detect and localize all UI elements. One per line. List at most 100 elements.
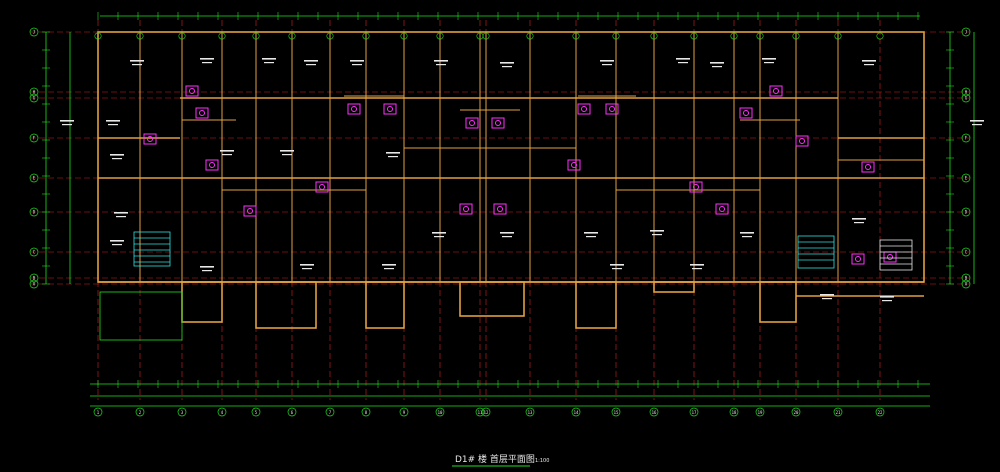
- room-label-mark: [690, 264, 704, 266]
- fixture-bowl: [463, 206, 469, 212]
- building-walls: [97, 31, 925, 329]
- axis-label: 2: [139, 410, 142, 415]
- axis-label: 4: [221, 410, 224, 415]
- room-label-mark: [304, 60, 318, 62]
- fixture-mark: [795, 135, 809, 147]
- axis-label: 15: [614, 410, 619, 415]
- axis-bubble-17: 17: [689, 407, 699, 417]
- fixture-bowl: [495, 120, 501, 126]
- room-label-mark: [434, 236, 444, 238]
- fixture-bowl: [469, 120, 475, 126]
- room-label-mark: [764, 62, 774, 64]
- axis-bubble-13: 13: [525, 407, 535, 417]
- fixture-mark: [739, 107, 753, 119]
- axis-bubble-G: G: [961, 93, 971, 103]
- room-label-mark: [712, 66, 722, 68]
- axis-bubble-E: E: [29, 173, 39, 183]
- room-label-mark: [610, 264, 624, 266]
- room-label-mark: [220, 150, 234, 152]
- fixture-mark: [383, 103, 397, 115]
- axis-label: 9: [403, 410, 406, 415]
- axis-label: H: [33, 90, 36, 95]
- axis-label: J: [33, 30, 35, 35]
- room-label-mark: [388, 156, 398, 158]
- axis-bubble-top-22: [876, 32, 884, 40]
- axis-label: 21: [836, 410, 841, 415]
- axis-label: E: [33, 176, 36, 181]
- axis-bubble-12: 12: [481, 407, 491, 417]
- fixture-mark: [605, 103, 619, 115]
- room-label-mark: [600, 60, 614, 62]
- room-label-mark: [132, 64, 142, 66]
- room-label-mark: [972, 124, 982, 126]
- fixture-bowl: [887, 254, 893, 260]
- fixture-bowl: [209, 162, 215, 168]
- room-label-mark: [862, 60, 876, 62]
- axis-bubble-G: G: [29, 93, 39, 103]
- axis-bubble-D: D: [961, 207, 971, 217]
- room-label-mark: [762, 58, 776, 60]
- room-label-mark: [692, 268, 702, 270]
- stair-left: [133, 231, 171, 267]
- axis-bubble-3: 3: [177, 407, 187, 417]
- axis-label: A: [33, 282, 36, 287]
- axis-bubble-C: C: [29, 247, 39, 257]
- room-label-mark: [502, 66, 512, 68]
- room-label-mark: [710, 62, 724, 64]
- fixture-mark: [861, 161, 875, 173]
- room-label-mark: [612, 268, 622, 270]
- axis-label: H: [965, 90, 968, 95]
- axis-label: 7: [329, 410, 332, 415]
- axis-bubble-top-10: [436, 32, 444, 40]
- room-label-mark: [970, 120, 984, 122]
- room-label-mark: [262, 58, 276, 60]
- axis-bubble-4: 4: [217, 407, 227, 417]
- axis-bubble-A: A: [961, 279, 971, 289]
- axis-label: J: [965, 30, 967, 35]
- axis-bubble-H: H: [29, 87, 39, 97]
- fixture-bowl: [387, 106, 393, 112]
- room-label-mark: [106, 120, 120, 122]
- room-label-mark: [112, 244, 122, 246]
- axis-label: 6: [291, 410, 294, 415]
- axis-bubble-top-12: [482, 32, 490, 40]
- fixture-bowl: [865, 164, 871, 170]
- room-label-mark: [112, 158, 122, 160]
- room-label-mark: [678, 62, 688, 64]
- room-label-mark: [500, 62, 514, 64]
- axis-bubble-14: 14: [571, 407, 581, 417]
- fixture-mark: [577, 103, 591, 115]
- room-label-mark: [852, 218, 866, 220]
- axis-label: 1: [97, 410, 100, 415]
- fixture-mark: [715, 203, 729, 215]
- drawing-title-block: D1# 楼 首层平面图 1:100: [452, 453, 549, 467]
- axis-bubble-F: F: [29, 133, 39, 143]
- room-label-mark: [62, 124, 72, 126]
- drawing-scale: 1:100: [535, 458, 549, 464]
- horizontal-axis-lines: [30, 31, 970, 285]
- fixture-mark: [315, 181, 329, 193]
- axis-bubble-C: C: [961, 247, 971, 257]
- fixture-bowl: [581, 106, 587, 112]
- fixture-bowl: [855, 256, 861, 262]
- axis-bubble-top-16: [650, 32, 658, 40]
- room-label-mark: [202, 62, 212, 64]
- axis-bubble-H: H: [961, 87, 971, 97]
- room-label-mark: [108, 124, 118, 126]
- room-label-mark: [202, 270, 212, 272]
- room-label-mark: [200, 58, 214, 60]
- fixture-mark: [769, 85, 783, 97]
- room-label-mark: [110, 154, 124, 156]
- fixture-bowl: [147, 136, 153, 142]
- room-label-mark: [60, 120, 74, 122]
- axis-bubble-top-6: [288, 32, 296, 40]
- fixture-mark: [195, 107, 209, 119]
- room-label-mark: [652, 234, 662, 236]
- axis-label: 8: [365, 410, 368, 415]
- room-marks: [60, 58, 984, 302]
- room-label-mark: [822, 298, 832, 300]
- fixture-bowl: [799, 138, 805, 144]
- dimension-lines: [45, 15, 975, 407]
- axis-label: 22: [878, 410, 883, 415]
- fixture-bowl: [693, 184, 699, 190]
